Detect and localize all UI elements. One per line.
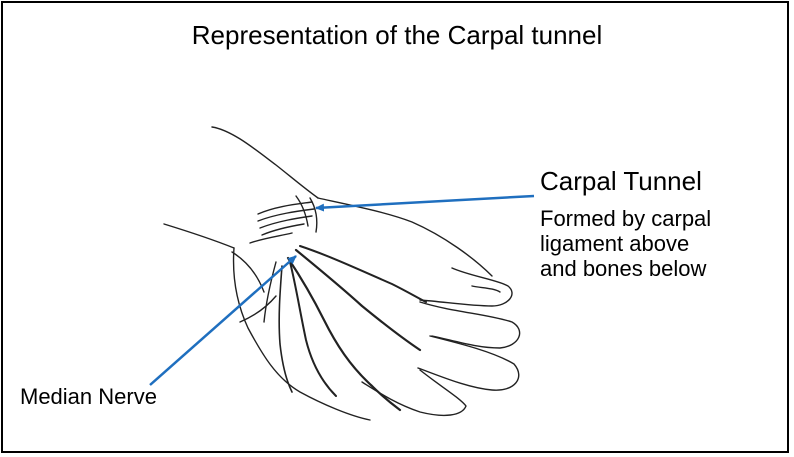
- carpal-tunnel-desc-line-2: ligament above: [540, 231, 711, 256]
- hand-sketch: [164, 127, 520, 420]
- carpal-tunnel-description: Formed by carpal ligament above and bone…: [540, 206, 711, 281]
- carpal-tunnel-arrow: [316, 196, 534, 208]
- median-nerve-arrow: [150, 256, 296, 385]
- carpal-tunnel-label: Carpal Tunnel: [540, 166, 702, 197]
- median-nerve-label: Median Nerve: [20, 384, 157, 410]
- carpal-tunnel-desc-line-3: and bones below: [540, 256, 711, 281]
- carpal-tunnel-desc-line-1: Formed by carpal: [540, 206, 711, 231]
